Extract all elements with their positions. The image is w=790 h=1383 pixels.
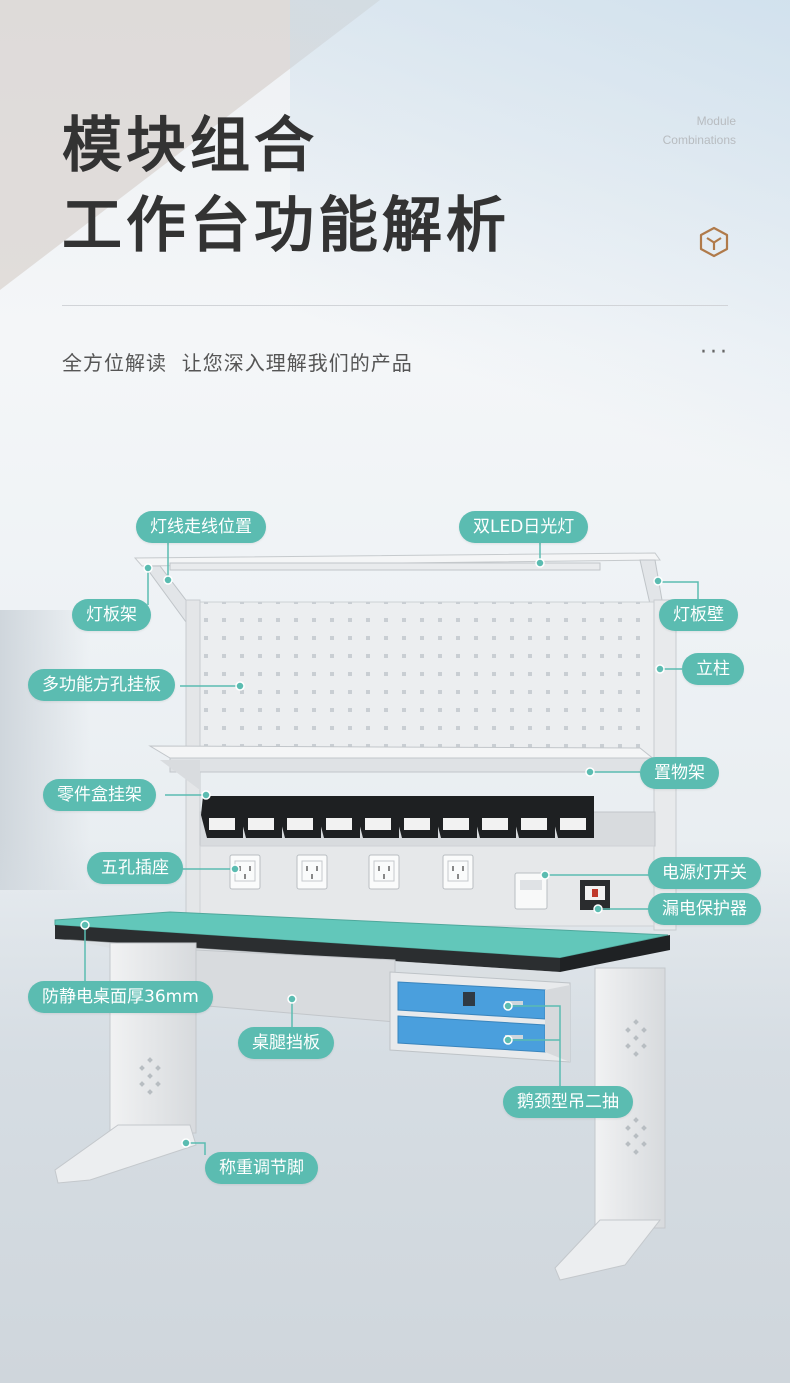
parts-bin: [357, 796, 399, 838]
more-dots: ···: [700, 340, 730, 365]
leg-hole: [633, 1133, 639, 1139]
leg-hole: [155, 1065, 161, 1071]
label-light-wire: 灯线走线位置: [136, 511, 266, 543]
pegboard: [185, 601, 657, 759]
background-shape-right: [290, 0, 790, 520]
parts-bins: [201, 796, 594, 838]
parts-bin: [279, 796, 321, 838]
leg-hole: [139, 1081, 145, 1087]
leg-hole: [625, 1125, 631, 1131]
leg-hole: [633, 1051, 639, 1057]
parts-bin: [513, 796, 555, 838]
leg-hole: [641, 1141, 647, 1147]
label-lamp-bracket: 灯板架: [72, 599, 151, 631]
parts-bin: [552, 796, 594, 838]
socket: [296, 854, 328, 890]
leg-hole: [139, 1065, 145, 1071]
parts-bin: [396, 796, 438, 838]
left-leg: [54, 942, 197, 1184]
leg-hole: [147, 1073, 153, 1079]
drawer-unit: [389, 971, 571, 1063]
leg-hole: [641, 1027, 647, 1033]
label-leg-baffle: 桌腿挡板: [238, 1027, 334, 1059]
leg-hole: [641, 1125, 647, 1131]
label-bin-rack: 零件盒挂架: [43, 779, 156, 811]
page-title-line2: 工作台功能解析: [62, 191, 510, 261]
leg-hole: [625, 1141, 631, 1147]
leg-hole: [155, 1081, 161, 1087]
label-drawer: 鹅颈型吊二抽: [503, 1086, 633, 1118]
leg-hole: [633, 1035, 639, 1041]
parts-bin: [240, 796, 282, 838]
label-dual-led: 双LED日光灯: [459, 511, 589, 543]
label-lamp-wall: 灯板壁: [659, 599, 738, 631]
label-power-switch: 电源灯开关: [648, 857, 761, 889]
leg-hole: [625, 1043, 631, 1049]
page-title-line1: 模块组合: [62, 111, 318, 181]
header-divider: [62, 305, 728, 306]
socket: [368, 854, 400, 890]
module-caption: Module Combinations: [663, 112, 736, 150]
label-desktop: 防静电桌面厚36mm: [28, 981, 213, 1013]
leg-hole: [633, 1117, 639, 1123]
label-shelf: 置物架: [640, 757, 719, 789]
lamp-plate: [133, 552, 661, 571]
leg-baffle: [195, 949, 396, 1023]
leg-hole: [633, 1019, 639, 1025]
shelf: [148, 745, 657, 790]
page-subtitle: 全方位解读 让您深入理解我们的产品: [62, 351, 413, 375]
leg-hole: [633, 1149, 639, 1155]
label-leakage-protector: 漏电保护器: [648, 893, 761, 925]
label-feet: 称重调节脚: [205, 1152, 318, 1184]
cube-icon: [699, 226, 729, 258]
sockets: [229, 854, 474, 890]
leg-hole: [147, 1057, 153, 1063]
parts-bin: [318, 796, 360, 838]
socket: [442, 854, 474, 890]
leader-dots: [80, 558, 665, 1148]
socket: [229, 854, 261, 890]
leg-hole: [147, 1089, 153, 1095]
leg-hole: [641, 1043, 647, 1049]
parts-bin: [474, 796, 516, 838]
label-socket: 五孔插座: [87, 852, 183, 884]
module-caption-line2: Combinations: [662, 133, 736, 147]
label-column: 立柱: [682, 653, 744, 685]
parts-bin: [201, 796, 243, 838]
parts-bin: [435, 796, 477, 838]
label-pegboard: 多功能方孔挂板: [28, 669, 175, 701]
right-leg: [554, 967, 666, 1281]
module-caption-line1: Module: [696, 114, 736, 128]
leg-hole: [625, 1027, 631, 1033]
